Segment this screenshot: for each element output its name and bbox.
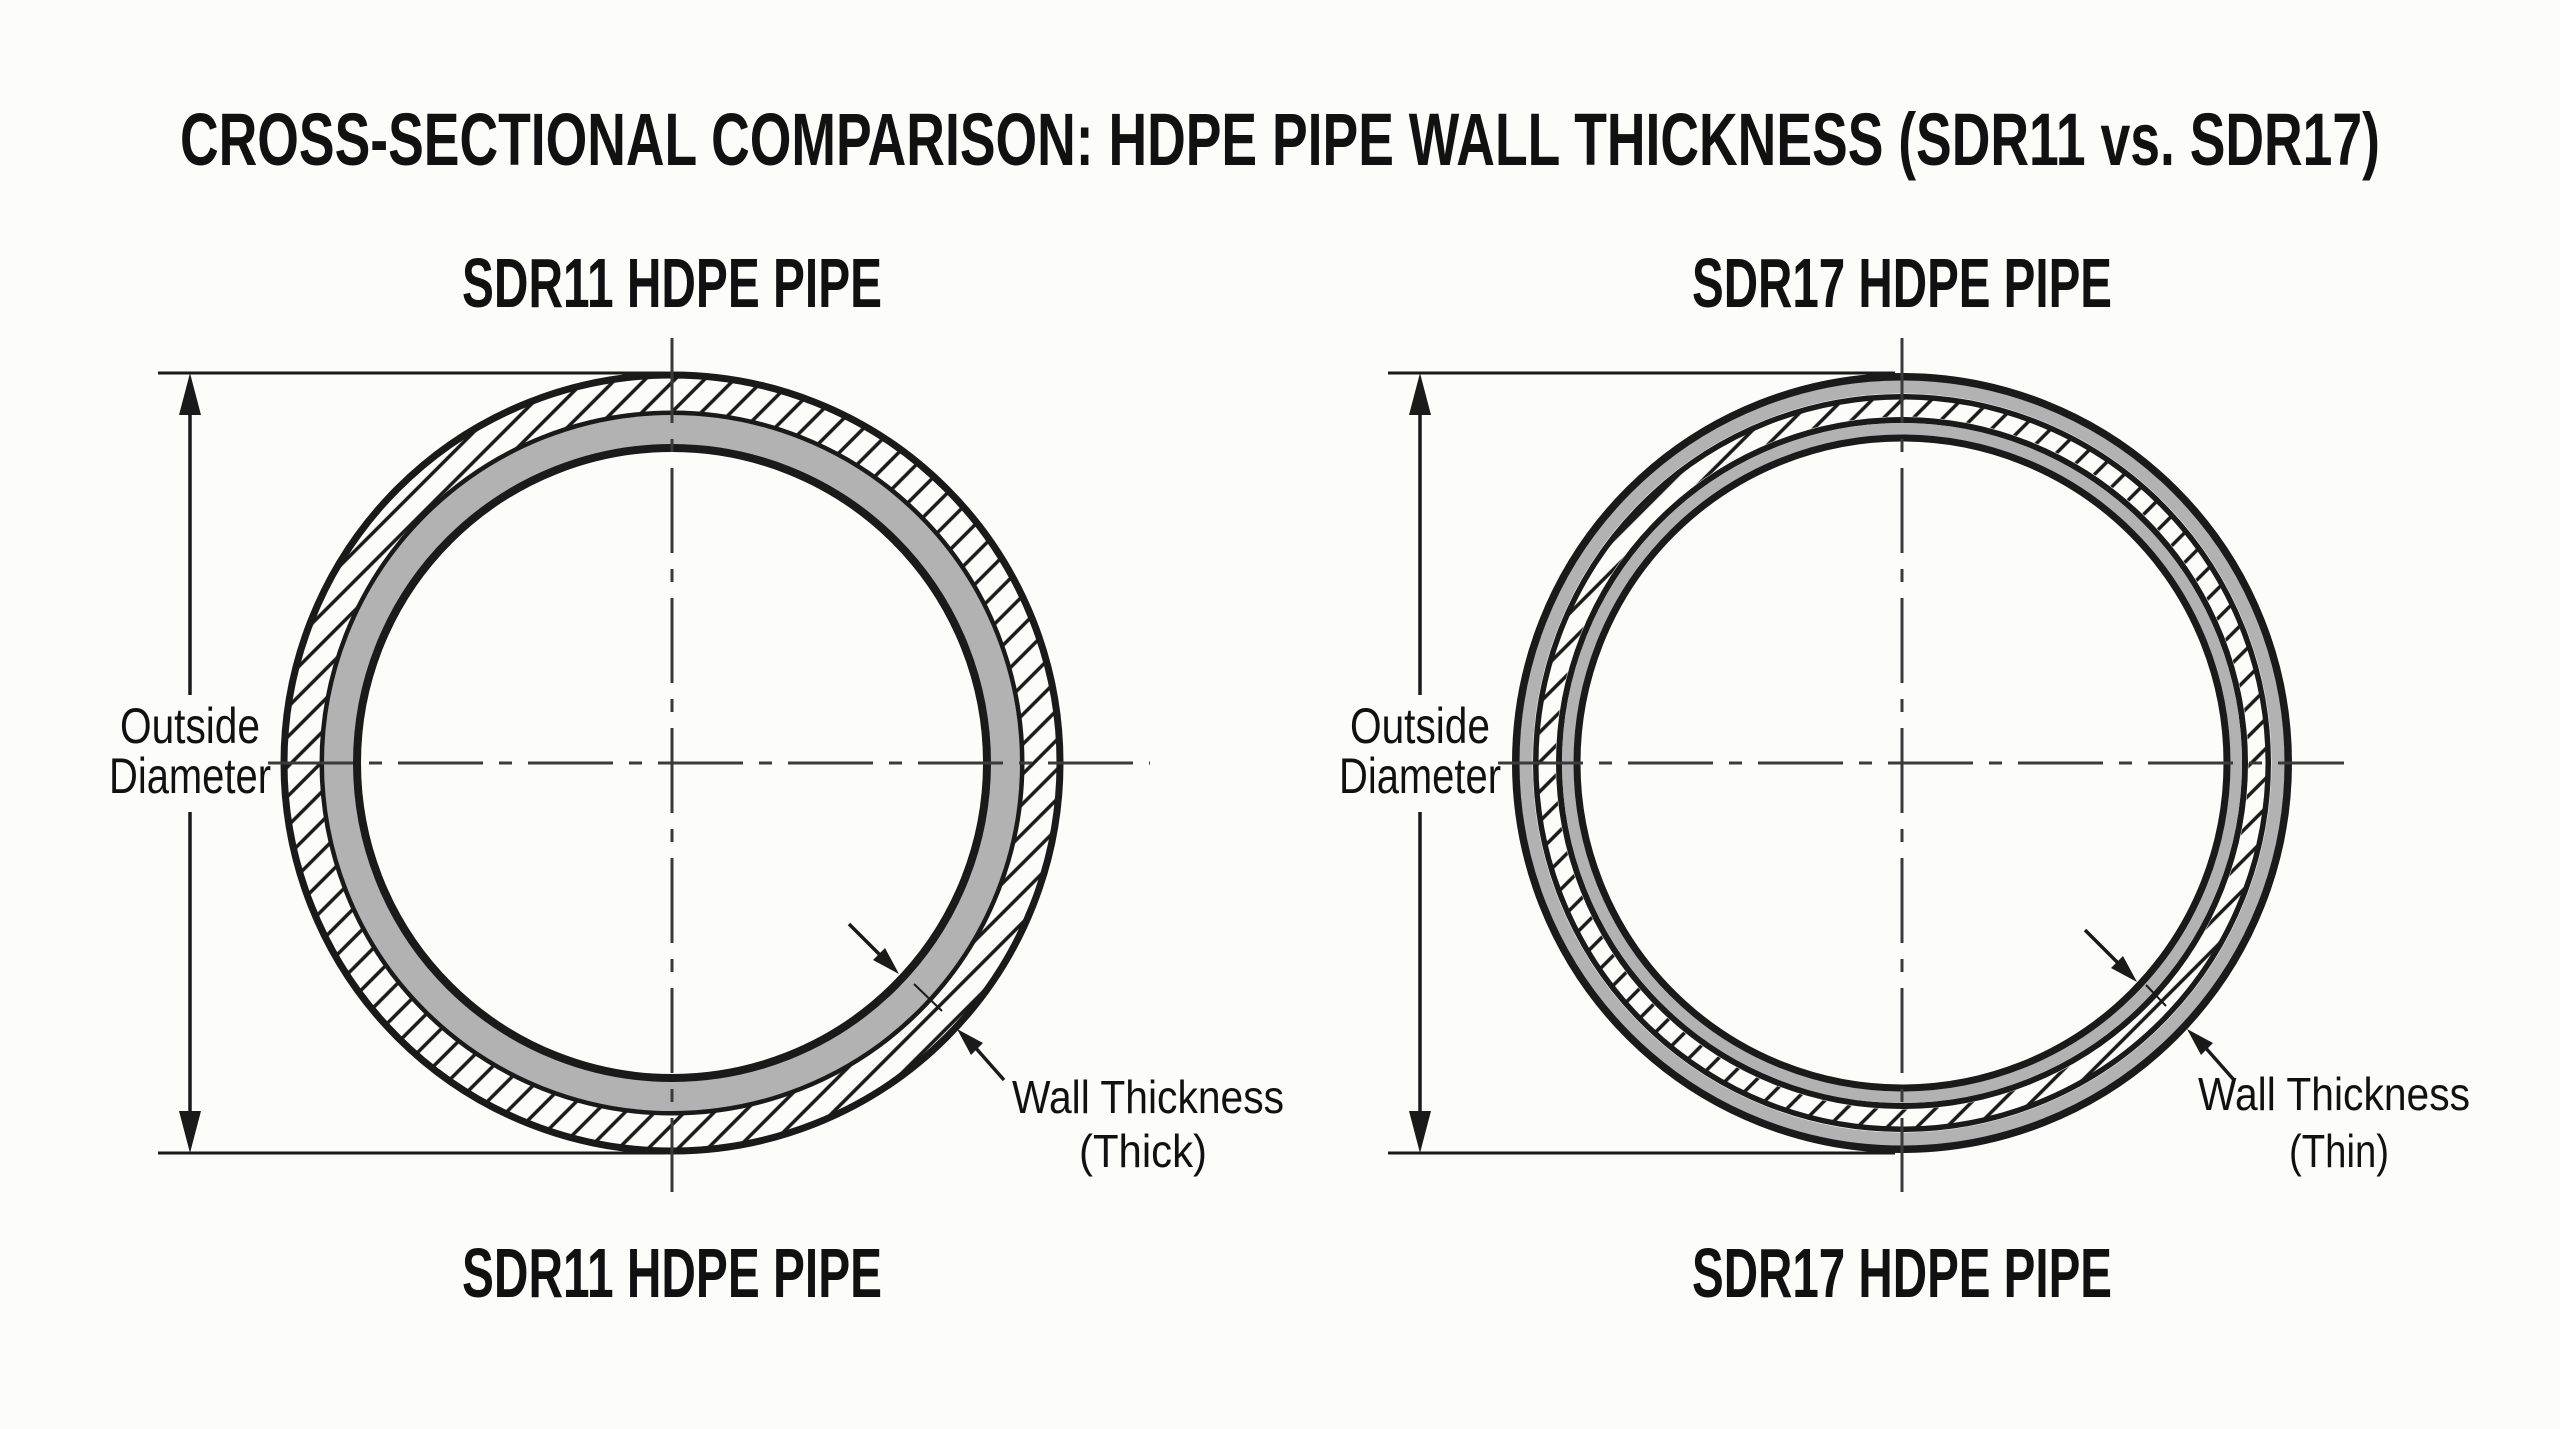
left-wall-leader-line <box>972 1044 1006 1082</box>
right-dimension-arrow-down-icon <box>1409 1111 1431 1153</box>
left-od-label-line1: Outside <box>120 698 260 754</box>
left-wall-inner-arrow-icon <box>873 948 899 974</box>
right-wall-leader-line <box>2202 1044 2236 1082</box>
right-pipe-bottom-label: SDR17 HDPE PIPE <box>1692 1234 2112 1312</box>
left-wall-inner-arrow-line <box>847 922 884 959</box>
right-wall-inner-arrow-line <box>2083 928 2121 966</box>
right-od-label-line1: Outside <box>1350 698 1490 754</box>
right-od-label-line2: Diameter <box>1339 748 1501 804</box>
left-dimension-arrow-down-icon <box>179 1111 201 1153</box>
left-dimension-arrow-up-icon <box>179 373 201 415</box>
left-wall-label-line2: (Thick) <box>1079 1125 1207 1177</box>
right-dimension-arrow-up-icon <box>1409 373 1431 415</box>
left-pipe-bottom-label: SDR11 HDPE PIPE <box>462 1234 882 1312</box>
left-pipe-top-label: SDR11 HDPE PIPE <box>462 244 882 322</box>
right-wall-label-line1: Wall Thickness <box>2198 1068 2470 1120</box>
left-wall-tick-mark <box>913 983 943 1012</box>
right-wall-inner-arrow-icon <box>2111 956 2137 982</box>
page-title: CROSS-SECTIONAL COMPARISON: HDPE PIPE WA… <box>180 98 2380 181</box>
left-od-label-line2: Diameter <box>109 748 271 804</box>
right-wall-label-line2: (Thin) <box>2289 1125 2389 1177</box>
right-pipe-top-label: SDR17 HDPE PIPE <box>1692 244 2112 322</box>
right-pipe-group: SDR17 HDPE PIPE SDR17 HDPE PIPE Outside … <box>1339 244 2470 1312</box>
left-wall-label-line1: Wall Thickness <box>1012 1071 1284 1123</box>
right-wall-tick-mark <box>2145 984 2167 1007</box>
left-pipe-group: SDR11 HDPE PIPE SDR11 HDPE PIPE Outside … <box>109 244 1284 1312</box>
